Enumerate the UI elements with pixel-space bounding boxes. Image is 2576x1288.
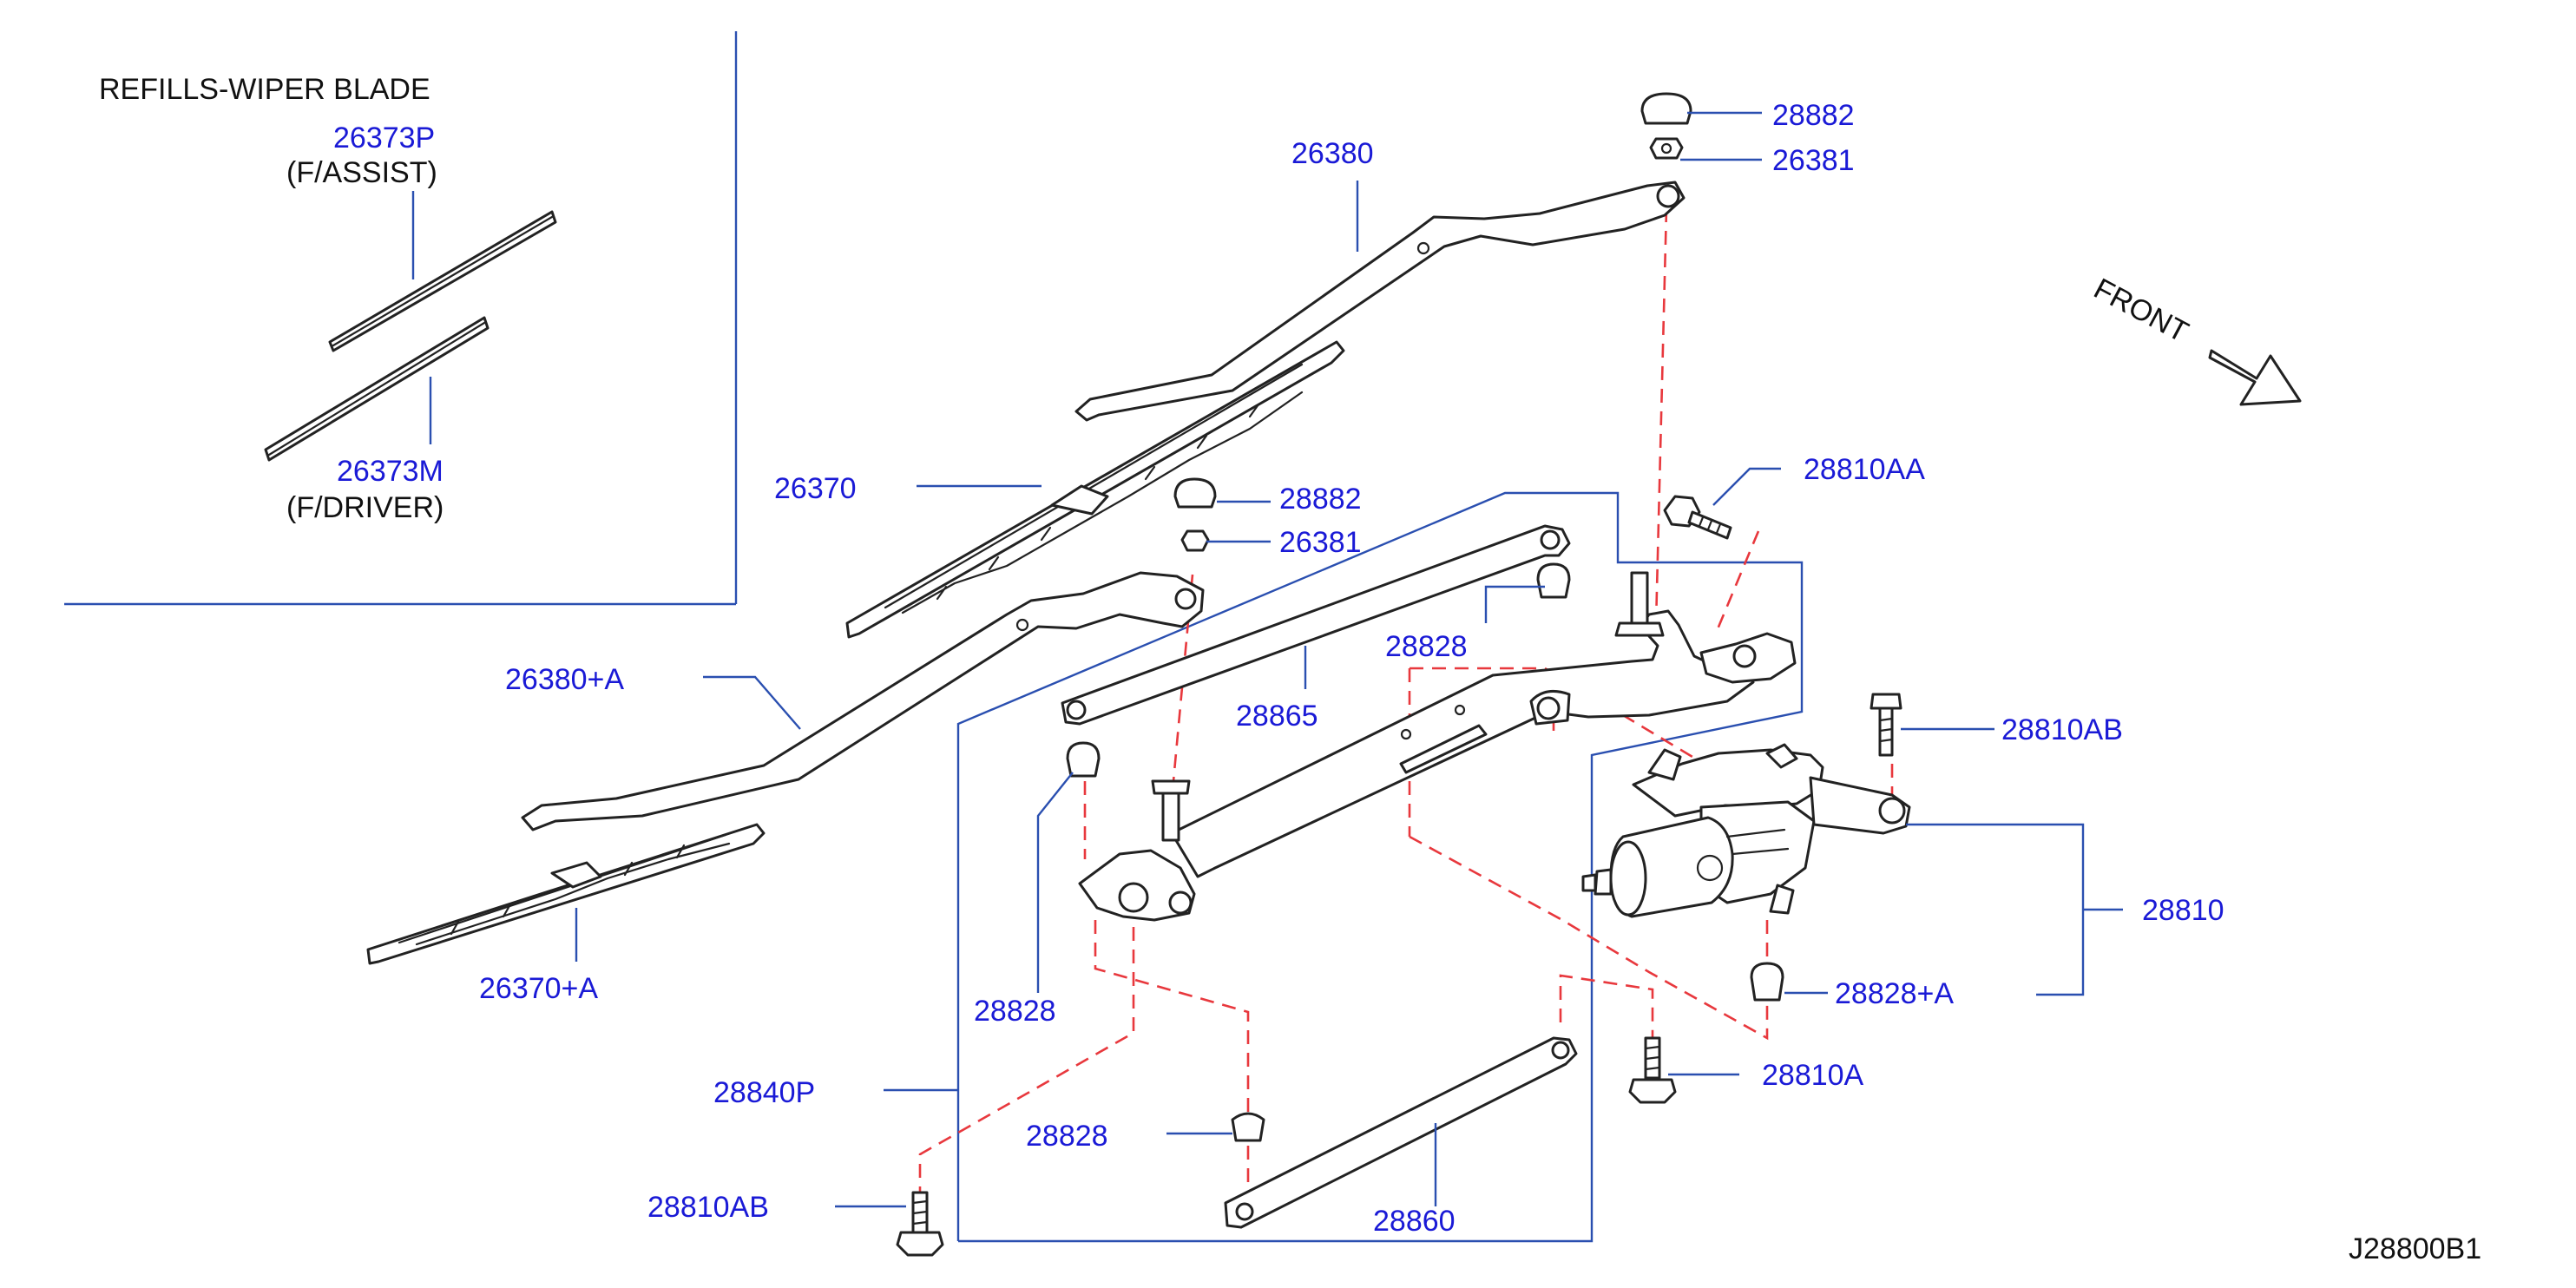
- label-28810AB-right[interactable]: 28810AB: [2001, 713, 2123, 746]
- label-28828-left[interactable]: 28828: [974, 995, 1056, 1028]
- part-26373M[interactable]: 26373M: [337, 455, 444, 488]
- connecting-rod-28865[interactable]: [1061, 524, 1571, 726]
- part-labels: 28882 26381 26380 26370 28882 26381 2881…: [479, 99, 2224, 1238]
- label-26380A[interactable]: 26380+A: [505, 663, 624, 696]
- pivot-cap-28882-top[interactable]: [1640, 92, 1692, 125]
- wiper-arm-26380[interactable]: [1074, 181, 1686, 422]
- crank-arm[interactable]: [1699, 632, 1797, 684]
- refill-strip-assist: [328, 210, 557, 352]
- leader-lines: [575, 111, 2123, 1208]
- label-28882-top[interactable]: 28882: [1772, 99, 1855, 132]
- label-28865[interactable]: 28865: [1236, 700, 1318, 733]
- linkage-assembly-outline: [956, 491, 1804, 1243]
- link-rod-28860[interactable]: [1224, 1036, 1578, 1229]
- refills-inset: REFILLS-WIPER BLADE 26373P (F/ASSIST) 26…: [64, 31, 738, 606]
- wiper-motor-28810[interactable]: [1581, 743, 1911, 918]
- label-28828-lower[interactable]: 28828: [1026, 1120, 1108, 1153]
- bolt-28810A[interactable]: [1628, 1036, 1677, 1104]
- wiper-blade-26370[interactable]: [845, 340, 1345, 639]
- label-28860[interactable]: 28860: [1373, 1205, 1456, 1238]
- linkage-frame[interactable]: [1078, 571, 1755, 922]
- label-26381-top[interactable]: 26381: [1772, 144, 1855, 177]
- label-26370A[interactable]: 26370+A: [479, 972, 598, 1005]
- pivot-nut-26381-mid[interactable]: [1180, 529, 1210, 552]
- grommet-28828-left[interactable]: [1066, 741, 1101, 778]
- grommet-28828-upper[interactable]: [1536, 562, 1571, 599]
- grommet-28828-lower[interactable]: [1231, 1112, 1265, 1142]
- label-28810A[interactable]: 28810A: [1762, 1059, 1864, 1092]
- label-28810AA[interactable]: 28810AA: [1804, 453, 1925, 486]
- bolt-28810AA[interactable]: [1663, 495, 1732, 540]
- grommet-28828A[interactable]: [1750, 962, 1784, 1002]
- label-26381-mid[interactable]: 26381: [1279, 526, 1362, 559]
- label-28840P[interactable]: 28840P: [713, 1076, 815, 1109]
- wiper-blade-26370A[interactable]: [366, 823, 766, 965]
- label-28828-upper[interactable]: 28828: [1385, 630, 1468, 663]
- assist-note: (F/ASSIST): [286, 156, 437, 189]
- label-28828A[interactable]: 28828+A: [1835, 977, 1954, 1010]
- driver-note: (F/DRIVER): [286, 491, 444, 524]
- bolt-28810AB-right[interactable]: [1870, 693, 1902, 757]
- wiper-arm-26380A[interactable]: [521, 571, 1205, 831]
- pivot-cap-28882-mid[interactable]: [1173, 477, 1217, 509]
- part-26373P[interactable]: 26373P: [333, 122, 435, 154]
- label-26380[interactable]: 26380: [1291, 137, 1374, 170]
- drawing-code: J28800B1: [2349, 1232, 2481, 1265]
- front-direction-indicator: FRONT: [2088, 273, 2302, 406]
- inset-title: REFILLS-WIPER BLADE: [99, 73, 430, 106]
- label-28810[interactable]: 28810: [2142, 894, 2224, 927]
- pivot-nut-26381-top[interactable]: [1649, 137, 1684, 160]
- bolt-28810AB-left[interactable]: [896, 1191, 944, 1257]
- label-28882-mid[interactable]: 28882: [1279, 483, 1362, 516]
- label-28810AB-left[interactable]: 28810AB: [647, 1191, 769, 1224]
- front-arrow-icon: [2208, 349, 2302, 406]
- refill-strip-driver: [264, 316, 490, 462]
- front-label: FRONT: [2088, 273, 2193, 350]
- label-26370[interactable]: 26370: [774, 472, 857, 505]
